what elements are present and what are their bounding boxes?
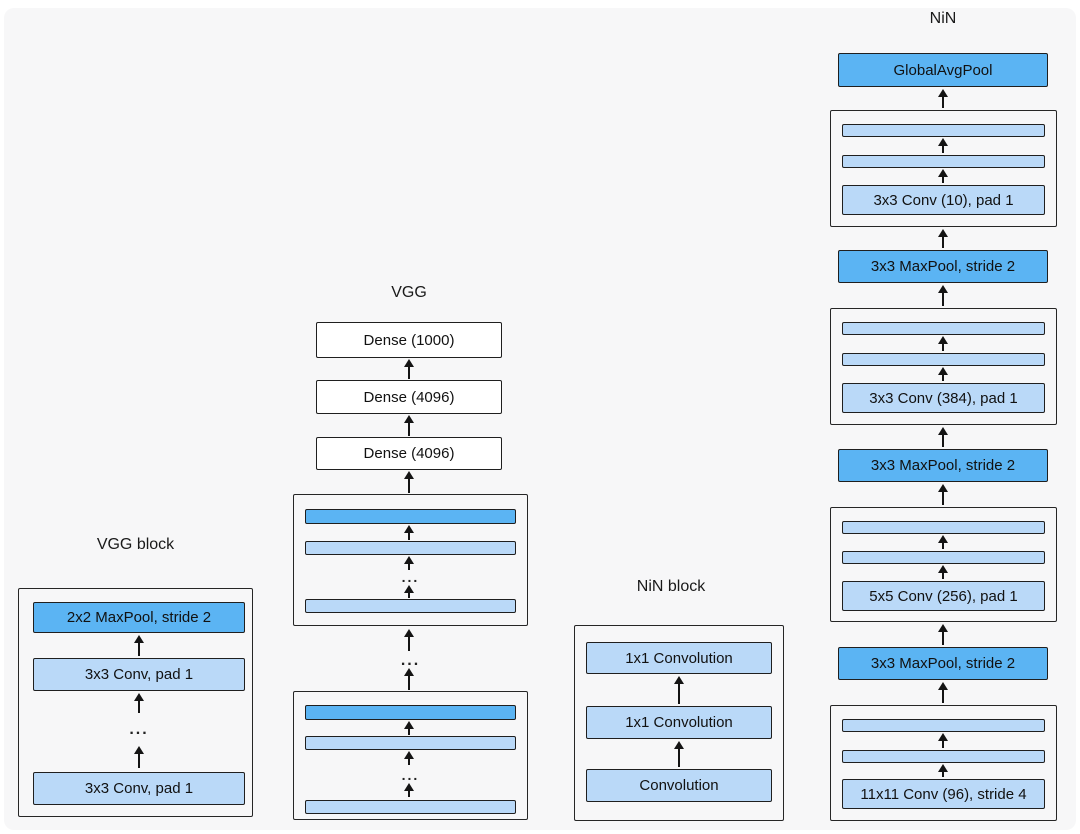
arrow-up-icon — [400, 751, 418, 765]
ellipsis: ... — [401, 569, 420, 585]
conv-layer-bar — [842, 322, 1045, 335]
vgg-title: VGG — [391, 284, 427, 301]
nin-maxpool-layer: 3x3 MaxPool, stride 2 — [838, 449, 1048, 482]
nin-conv-layer: 11x11 Conv (96), stride 4 — [842, 779, 1045, 809]
arrow-up-icon — [934, 764, 952, 777]
arrow-up-icon — [934, 535, 952, 549]
arrow-up-icon — [934, 336, 952, 351]
conv-layer-bar — [305, 599, 516, 613]
nin-block-outline — [574, 625, 784, 821]
vgg-block-maxpool-layer: 2x2 MaxPool, stride 2 — [33, 602, 245, 633]
arrow-up-icon — [934, 285, 952, 306]
arrow-up-icon — [400, 471, 418, 493]
arrow-up-icon — [934, 733, 952, 748]
dense-layer: Dense (4096) — [316, 380, 502, 414]
ellipsis: ... — [401, 767, 420, 783]
arrow-up-icon — [400, 585, 418, 598]
dense-layer: Dense (1000) — [316, 322, 502, 358]
arrow-up-icon — [934, 624, 952, 645]
vgg-block-outline — [18, 588, 253, 817]
arrow-up-icon — [400, 359, 418, 379]
conv-layer-bar — [842, 124, 1045, 137]
nin-block-conv1x1-layer: 1x1 Convolution — [586, 706, 772, 739]
nin-maxpool-layer: 3x3 MaxPool, stride 2 — [838, 647, 1048, 680]
conv-layer-bar — [842, 521, 1045, 534]
nin-conv-layer: 3x3 Conv (10), pad 1 — [842, 185, 1045, 215]
nin-block-conv-layer: Convolution — [586, 769, 772, 802]
diagram-background — [4, 8, 1076, 830]
conv-layer-bar — [842, 750, 1045, 763]
arrow-up-icon — [400, 783, 418, 797]
vgg-block-instance-outline — [293, 494, 528, 626]
arrow-up-icon — [934, 565, 952, 579]
nin-block-conv1x1-layer: 1x1 Convolution — [586, 642, 772, 674]
arrow-up-icon — [934, 682, 952, 703]
maxpool-layer-bar — [305, 705, 516, 720]
dense-layer: Dense (4096) — [316, 437, 502, 470]
arrow-up-icon — [400, 556, 418, 570]
arrow-up-icon — [400, 668, 418, 690]
conv-layer-bar — [842, 155, 1045, 168]
nin-block-title: NiN block — [636, 578, 706, 595]
arrow-up-icon — [934, 229, 952, 248]
arrow-up-icon — [934, 169, 952, 183]
arrow-up-icon — [400, 525, 418, 540]
arrow-up-icon — [934, 367, 952, 381]
ellipsis: ... — [400, 652, 421, 669]
arrow-up-icon — [400, 629, 418, 651]
conv-layer-bar — [305, 736, 516, 750]
maxpool-layer-bar — [305, 509, 516, 524]
nin-block-instance-outline — [830, 308, 1057, 425]
nin-block-instance-outline — [830, 110, 1057, 227]
arrow-up-icon — [400, 721, 418, 735]
arrow-up-icon — [130, 693, 148, 713]
arrow-up-icon — [130, 746, 148, 768]
nin-title: NiN — [929, 10, 957, 27]
arrow-up-icon — [934, 484, 952, 505]
conv-layer-bar — [842, 719, 1045, 732]
global-avg-pool-layer: GlobalAvgPool — [838, 53, 1048, 87]
arrow-up-icon — [670, 741, 688, 767]
arrow-up-icon — [400, 415, 418, 436]
nin-conv-layer: 3x3 Conv (384), pad 1 — [842, 383, 1045, 413]
nin-block-instance-outline — [830, 507, 1057, 622]
conv-layer-bar — [305, 541, 516, 555]
vgg-block-instance-outline — [293, 691, 528, 820]
conv-layer-bar — [842, 353, 1045, 366]
nin-conv-layer: 5x5 Conv (256), pad 1 — [842, 581, 1045, 611]
vgg-block-conv-layer: 3x3 Conv, pad 1 — [33, 772, 245, 805]
arrow-up-icon — [934, 138, 952, 153]
arrow-up-icon — [934, 89, 952, 108]
nin-maxpool-layer: 3x3 MaxPool, stride 2 — [838, 250, 1048, 283]
arrow-up-icon — [934, 427, 952, 447]
vgg-block-conv-layer: 3x3 Conv, pad 1 — [33, 658, 245, 691]
arrow-up-icon — [670, 676, 688, 704]
vgg-block-title: VGG block — [96, 536, 175, 553]
arrow-up-icon — [130, 635, 148, 656]
nin-block-instance-outline — [830, 705, 1057, 821]
ellipsis: ... — [129, 721, 149, 738]
conv-layer-bar — [305, 800, 516, 814]
conv-layer-bar — [842, 551, 1045, 564]
